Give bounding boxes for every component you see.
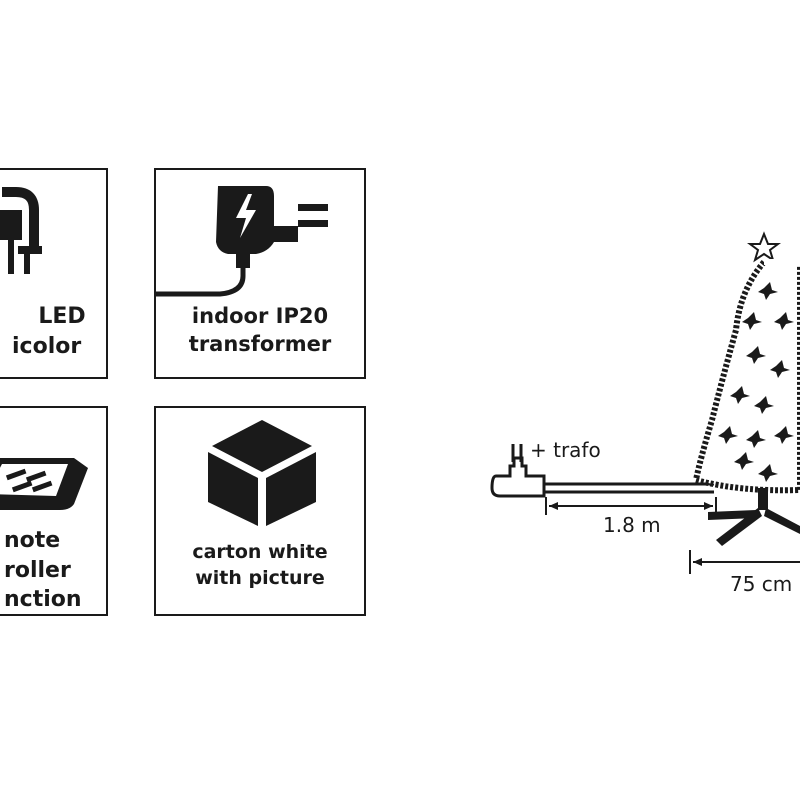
- remote-control-icon: [0, 458, 88, 510]
- carton-box-icon: [208, 420, 316, 526]
- christmas-tree-icon: [692, 231, 800, 546]
- base-width-dimension: [689, 550, 800, 574]
- star-icon: [747, 231, 781, 263]
- power-cable: [544, 482, 714, 494]
- remote-caption: note roller nction: [0, 526, 106, 614]
- led-bulb-icon: [0, 187, 42, 274]
- cable-length-label: 1.8 m: [603, 513, 661, 537]
- led-multicolor-tile: LED icolor: [0, 168, 108, 379]
- transformer-caption-line2: transformer: [188, 332, 332, 357]
- carton-caption-line2: with picture: [195, 566, 325, 589]
- led-caption: LED icolor: [0, 302, 106, 361]
- trafo-plug-icon: [490, 444, 546, 498]
- carton-tile: carton white with picture: [154, 406, 366, 616]
- trafo-label: + trafo: [530, 438, 601, 462]
- base-width-label: 75 cm: [730, 572, 793, 596]
- transformer-caption: indoor IP20 transformer: [156, 302, 364, 359]
- remote-caption-line1: note: [4, 528, 61, 553]
- carton-caption: carton white with picture: [156, 540, 364, 591]
- remote-caption-line3: nction: [4, 587, 82, 613]
- cable-length-dimension: [545, 497, 717, 515]
- power-adapter-icon: [156, 186, 328, 297]
- transformer-tile: indoor IP20 transformer: [154, 168, 366, 379]
- remote-controller-tile: note roller nction: [0, 406, 108, 616]
- led-caption-line1: LED: [38, 304, 86, 329]
- transformer-caption-line1: indoor IP20: [191, 304, 329, 328]
- carton-caption-line1: carton white: [192, 541, 328, 563]
- led-caption-line2: icolor: [12, 333, 82, 359]
- remote-caption-line2: roller: [4, 557, 71, 583]
